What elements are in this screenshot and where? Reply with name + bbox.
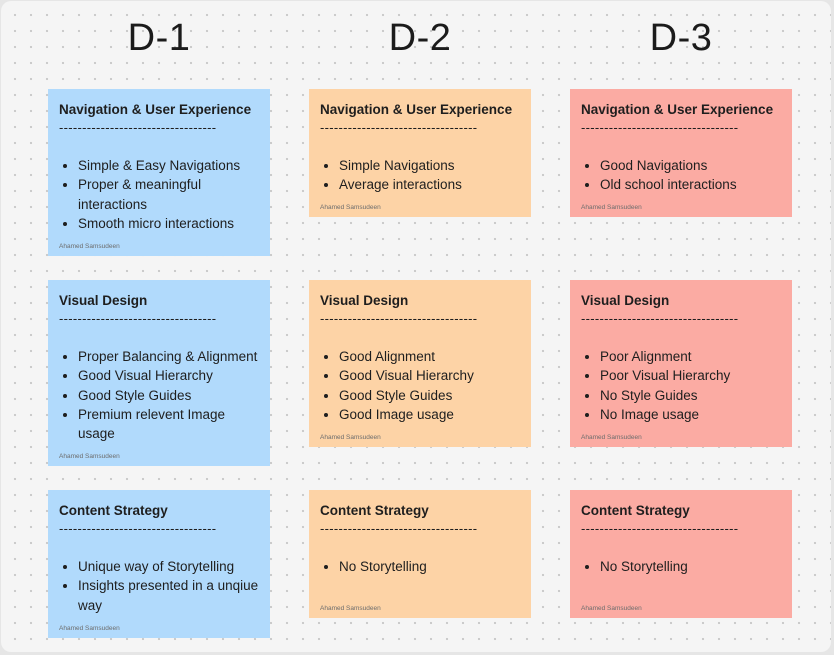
note-author: Ahamed Samsudeen (581, 204, 642, 211)
list-item: Good Alignment (339, 347, 520, 366)
sticky-note-d1-content-strategy[interactable]: Content Strategy -----------------------… (48, 490, 270, 638)
note-list: Poor Alignment Poor Visual Hierarchy No … (581, 347, 781, 424)
sticky-note-d1-visual-design[interactable]: Visual Design --------------------------… (48, 280, 270, 466)
list-item: No Image usage (600, 405, 781, 424)
note-divider: ---------------------------------- (320, 120, 478, 135)
list-item: Proper & meaningful interactions (78, 175, 259, 214)
note-author: Ahamed Samsudeen (320, 204, 381, 211)
note-author: Ahamed Samsudeen (59, 243, 120, 250)
list-item: Old school interactions (600, 175, 781, 194)
list-item: No Storytelling (600, 557, 781, 576)
list-item: Poor Visual Hierarchy (600, 366, 781, 385)
note-list: Simple & Easy Navigations Proper & meani… (59, 156, 259, 233)
note-heading: Content Strategy (59, 503, 168, 518)
note-author: Ahamed Samsudeen (581, 434, 642, 441)
note-author: Ahamed Samsudeen (581, 605, 642, 612)
note-author: Ahamed Samsudeen (59, 625, 120, 632)
note-divider: ---------------------------------- (581, 521, 739, 536)
note-divider: ---------------------------------- (59, 311, 217, 326)
note-divider: ---------------------------------- (320, 521, 478, 536)
note-heading: Visual Design (581, 293, 670, 308)
column-title-d3: D-3 (649, 17, 713, 59)
note-heading: Navigation & User Experience (581, 102, 774, 117)
note-author: Ahamed Samsudeen (320, 605, 381, 612)
list-item: Poor Alignment (600, 347, 781, 366)
sticky-note-d3-navigation[interactable]: Navigation & User Experience -----------… (570, 89, 792, 217)
sticky-note-d1-navigation[interactable]: Navigation & User Experience -----------… (48, 89, 270, 256)
list-item: Premium relevent Image usage (78, 405, 259, 444)
list-item: Smooth micro interactions (78, 214, 259, 233)
note-heading: Navigation & User Experience (320, 102, 513, 117)
list-item: Insights presented in a unqiue way (78, 576, 259, 615)
note-heading: Content Strategy (320, 503, 429, 518)
list-item: Good Navigations (600, 156, 781, 175)
note-divider: ---------------------------------- (320, 311, 478, 326)
note-list: Simple Navigations Average interactions (320, 156, 520, 195)
note-list: No Storytelling (581, 557, 781, 576)
list-item: Simple Navigations (339, 156, 520, 175)
note-list: No Storytelling (320, 557, 520, 576)
list-item: Proper Balancing & Alignment (78, 347, 259, 366)
note-heading: Visual Design (320, 293, 409, 308)
sticky-note-d2-navigation[interactable]: Navigation & User Experience -----------… (309, 89, 531, 217)
note-heading: Navigation & User Experience (59, 102, 252, 117)
sticky-note-d3-visual-design[interactable]: Visual Design --------------------------… (570, 280, 792, 447)
note-divider: ---------------------------------- (59, 120, 217, 135)
sticky-note-d2-content-strategy[interactable]: Content Strategy -----------------------… (309, 490, 531, 618)
list-item: Good Image usage (339, 405, 520, 424)
sticky-note-d2-visual-design[interactable]: Visual Design --------------------------… (309, 280, 531, 447)
list-item: Good Style Guides (339, 386, 520, 405)
list-item: Simple & Easy Navigations (78, 156, 259, 175)
list-item: Good Visual Hierarchy (339, 366, 520, 385)
column-title-d1: D-1 (127, 17, 191, 59)
list-item: Unique way of Storytelling (78, 557, 259, 576)
list-item: Average interactions (339, 175, 520, 194)
list-item: Good Visual Hierarchy (78, 366, 259, 385)
list-item: No Style Guides (600, 386, 781, 405)
note-list: Good Alignment Good Visual Hierarchy Goo… (320, 347, 520, 424)
list-item: No Storytelling (339, 557, 520, 576)
note-list: Unique way of Storytelling Insights pres… (59, 557, 259, 615)
note-author: Ahamed Samsudeen (320, 434, 381, 441)
note-heading: Visual Design (59, 293, 148, 308)
note-list: Proper Balancing & Alignment Good Visual… (59, 347, 259, 443)
column-title-d2: D-2 (388, 17, 452, 59)
note-author: Ahamed Samsudeen (59, 453, 120, 460)
list-item: Good Style Guides (78, 386, 259, 405)
sticky-note-d3-content-strategy[interactable]: Content Strategy -----------------------… (570, 490, 792, 618)
note-divider: ---------------------------------- (581, 311, 739, 326)
note-divider: ---------------------------------- (581, 120, 739, 135)
note-divider: ---------------------------------- (59, 521, 217, 536)
note-heading: Content Strategy (581, 503, 690, 518)
note-list: Good Navigations Old school interactions (581, 156, 781, 195)
